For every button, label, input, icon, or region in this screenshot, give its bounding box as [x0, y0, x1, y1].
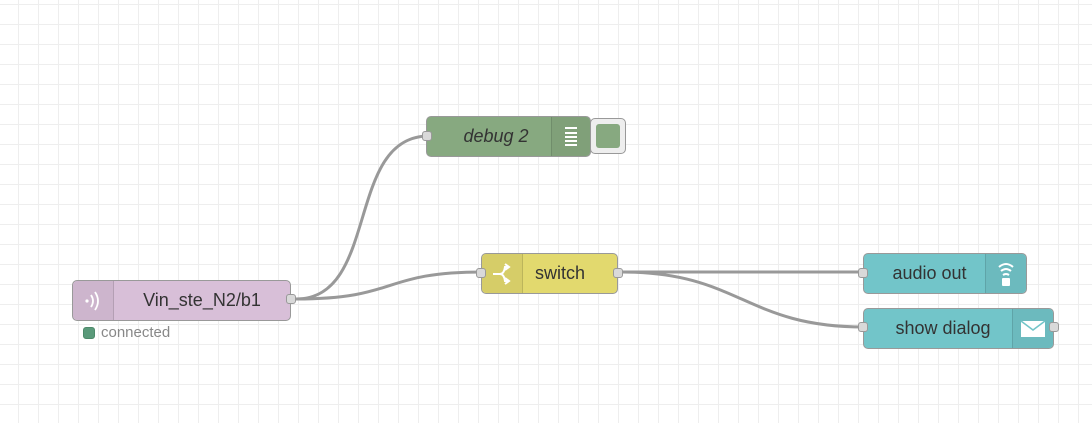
wire-mqtt-to-switch[interactable]: [295, 270, 484, 301]
switch-icon-area: [482, 254, 523, 293]
status-dot-icon: [83, 326, 95, 339]
show-dialog-node[interactable]: show dialog: [863, 308, 1054, 349]
broadcast-icon: [85, 291, 99, 310]
switch-node[interactable]: switch: [481, 253, 618, 294]
list-icon: [565, 126, 577, 146]
debug-icon-area: [551, 117, 590, 156]
show-dialog-output-port[interactable]: [1049, 322, 1059, 332]
debug-node[interactable]: debug 2: [426, 116, 591, 157]
audio-out-icon-area: [985, 254, 1026, 293]
debug-toggle-button[interactable]: [590, 118, 626, 154]
show-dialog-input-port[interactable]: [858, 322, 868, 332]
mqtt-in-icon-area: [73, 281, 114, 320]
speaker-icon: [998, 262, 1014, 286]
switch-output-port[interactable]: [613, 268, 623, 278]
wire-switch-to-show-dialog[interactable]: [621, 270, 865, 329]
debug-input-port[interactable]: [422, 131, 432, 141]
mqtt-in-status: connected: [83, 324, 170, 341]
show-dialog-label: show dialog: [895, 318, 991, 338]
debug-toggle-indicator: [596, 124, 620, 148]
wire-mqtt-to-debug[interactable]: [295, 134, 430, 301]
switch-label: switch: [535, 263, 586, 283]
mqtt-in-label: Vin_ste_N2/b1: [143, 290, 261, 310]
mqtt-in-node[interactable]: Vin_ste_N2/b1: [72, 280, 291, 321]
debug-label: debug 2: [463, 126, 529, 146]
switch-icon: [493, 262, 511, 285]
switch-input-port[interactable]: [476, 268, 486, 278]
mqtt-in-status-text: connected: [101, 324, 171, 341]
show-dialog-icon-area: [1012, 309, 1053, 348]
audio-out-node[interactable]: audio out: [863, 253, 1027, 294]
audio-out-input-port[interactable]: [858, 268, 868, 278]
audio-out-label: audio out: [892, 263, 967, 283]
envelope-icon: [1020, 319, 1046, 337]
mqtt-in-output-port[interactable]: [286, 294, 296, 304]
